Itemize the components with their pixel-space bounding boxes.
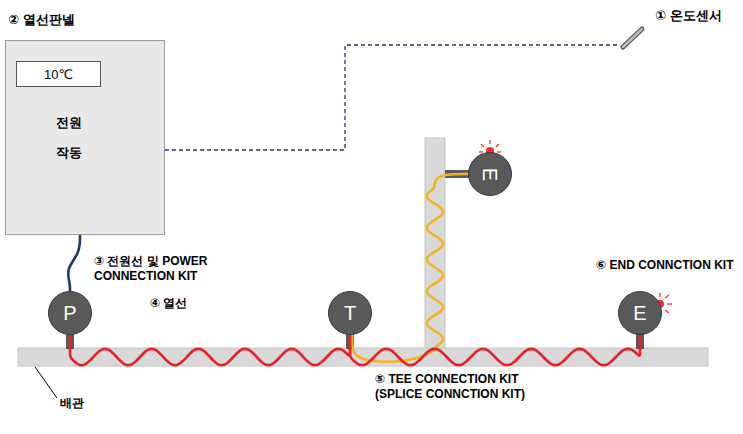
heat-trace-panel: ② 열선판넬10℃ xyxy=(5,40,165,235)
callout-label: ⑥ END CONNCTION KIT xyxy=(596,258,734,273)
callout-label: ③ 전원선 및 POWER CONNECTION KIT xyxy=(94,254,259,284)
end-connection-kit: E xyxy=(468,152,512,196)
temperature-display: 10℃ xyxy=(16,61,101,87)
part-label: 배관 xyxy=(60,396,84,411)
heating-cable xyxy=(350,335,640,365)
callout-label: ① 온도센서 xyxy=(655,8,722,24)
heating-cable xyxy=(352,174,468,362)
power-cable xyxy=(68,235,80,291)
tee-connection-kit: T xyxy=(328,291,372,335)
node-text: 10℃ xyxy=(44,67,73,82)
lamp-label: 전원 xyxy=(56,115,82,131)
node-text: P xyxy=(63,302,76,325)
lamp-label: 작동 xyxy=(56,145,82,161)
node-text: E xyxy=(633,302,646,325)
sensor-wire xyxy=(165,45,620,150)
end-connection-kit: E xyxy=(618,291,662,335)
callout-label: ⑤ TEE CONNECTION KIT (SPLICE CONNCTION K… xyxy=(375,372,563,402)
node-text: E xyxy=(479,167,502,180)
power-connection-kit: P xyxy=(48,291,92,335)
node-text: T xyxy=(344,302,356,325)
temperature-sensor xyxy=(623,29,642,47)
temperature-sensor xyxy=(623,29,642,47)
leader-line xyxy=(35,367,57,398)
callout-label: ④ 열선 xyxy=(150,296,188,311)
panel-title: ② 열선판넬 xyxy=(8,11,75,29)
heating-cable xyxy=(70,335,350,365)
